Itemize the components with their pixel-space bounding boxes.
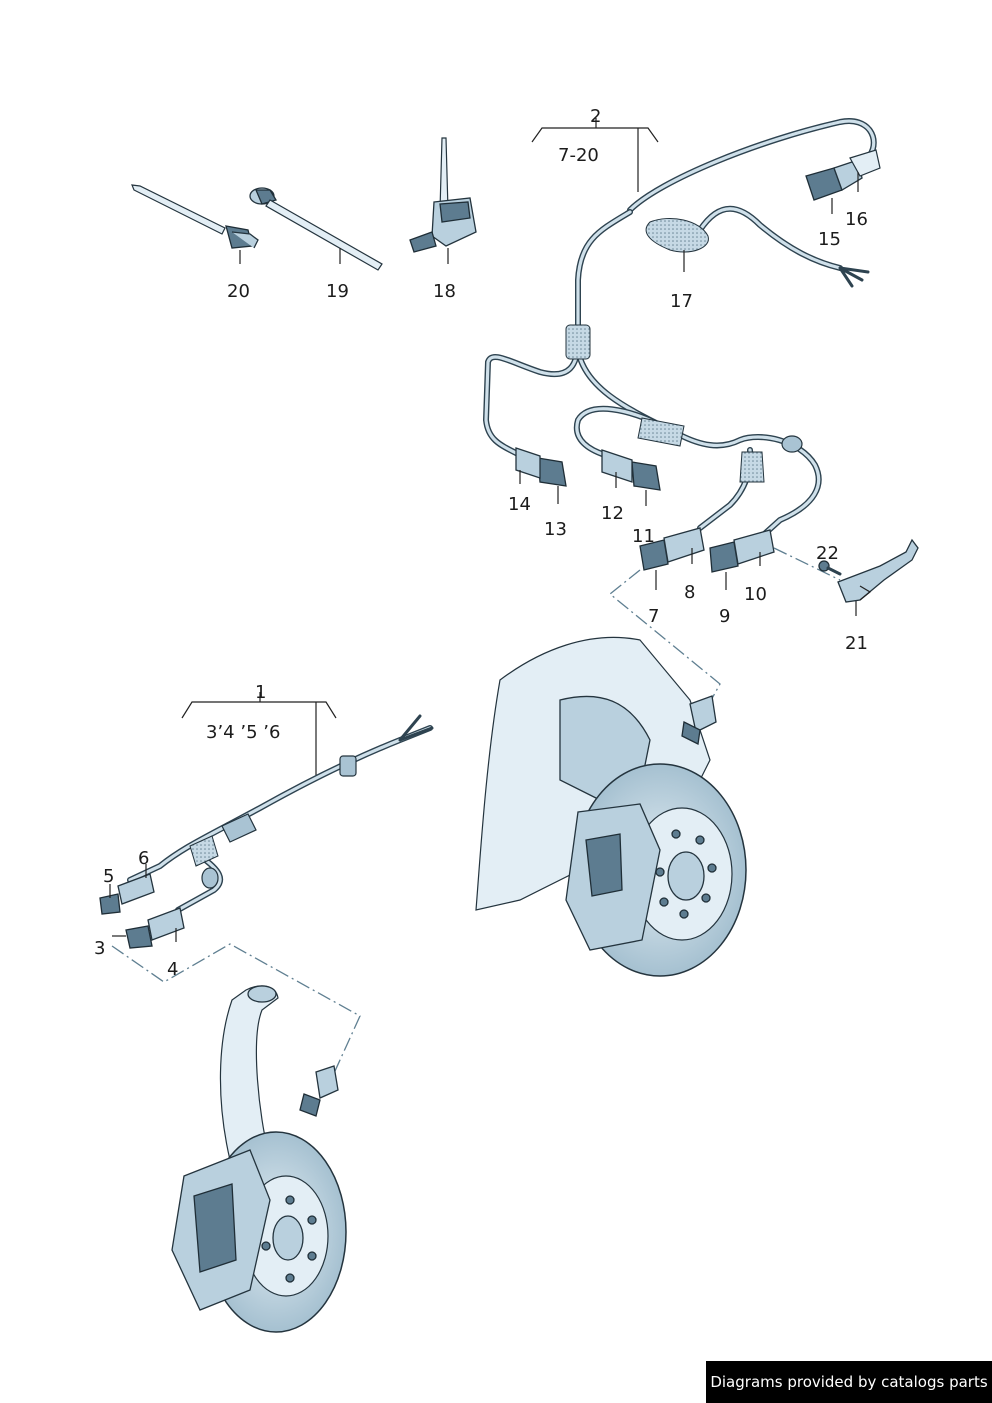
callout-10: 10 bbox=[744, 584, 767, 605]
wheel-bolts-front bbox=[261, 1195, 317, 1283]
callout-22: 22 bbox=[816, 543, 839, 564]
callout-21: 21 bbox=[845, 633, 868, 654]
group-2-bracket bbox=[531, 118, 659, 192]
callout-18: 18 bbox=[433, 281, 456, 302]
front-speed-sensor bbox=[299, 1065, 339, 1117]
rear-speed-sensor bbox=[681, 695, 717, 745]
callout-labels: 1 3’4 ’5 ’6 2 7-20 3 4 5 6 7 8 9 10 11 1… bbox=[94, 106, 868, 980]
footer-credit: Diagrams provided by catalogs parts bbox=[706, 1361, 992, 1403]
connector-5 bbox=[99, 873, 155, 915]
connector-16 bbox=[805, 149, 881, 201]
connector-7 bbox=[639, 527, 705, 571]
connector-9 bbox=[709, 529, 775, 573]
callout-8: 8 bbox=[684, 582, 695, 603]
cable-tie-20 bbox=[131, 184, 259, 264]
callout-19: 19 bbox=[326, 281, 349, 302]
callout-9: 9 bbox=[719, 606, 730, 627]
front-wheel-assembly bbox=[171, 985, 347, 1333]
group-2-range: 7-20 bbox=[558, 145, 599, 166]
leader-lines-group-1 bbox=[109, 864, 361, 1083]
wiring-harness-rear bbox=[483, 118, 881, 573]
group-1-bracket bbox=[181, 692, 337, 776]
wheel-bolts-rear bbox=[655, 829, 717, 919]
callout-20: 20 bbox=[227, 281, 250, 302]
callout-2: 2 bbox=[590, 106, 601, 127]
connector-3 bbox=[125, 907, 185, 949]
callout-14: 14 bbox=[508, 494, 531, 515]
callout-5: 5 bbox=[103, 866, 114, 887]
callout-13: 13 bbox=[544, 519, 567, 540]
callout-11: 11 bbox=[632, 526, 655, 547]
callout-7: 7 bbox=[648, 606, 659, 627]
rear-wheel-assembly bbox=[475, 636, 747, 977]
callout-15: 15 bbox=[818, 229, 841, 250]
holder-18 bbox=[409, 137, 477, 264]
callout-1: 1 bbox=[255, 682, 266, 703]
callout-3: 3 bbox=[94, 938, 105, 959]
cable-tie-19 bbox=[249, 187, 383, 271]
bracket-21 bbox=[837, 538, 919, 603]
screw-22 bbox=[818, 560, 842, 576]
callout-16: 16 bbox=[845, 209, 868, 230]
callout-17: 17 bbox=[670, 291, 693, 312]
wiring-harness-front bbox=[99, 714, 434, 949]
callout-6: 6 bbox=[138, 848, 149, 869]
connector-12 bbox=[601, 449, 661, 491]
group-1-range: 3’4 ’5 ’6 bbox=[206, 722, 280, 743]
connector-13 bbox=[515, 447, 567, 487]
callout-12: 12 bbox=[601, 503, 624, 524]
callout-4: 4 bbox=[167, 959, 178, 980]
